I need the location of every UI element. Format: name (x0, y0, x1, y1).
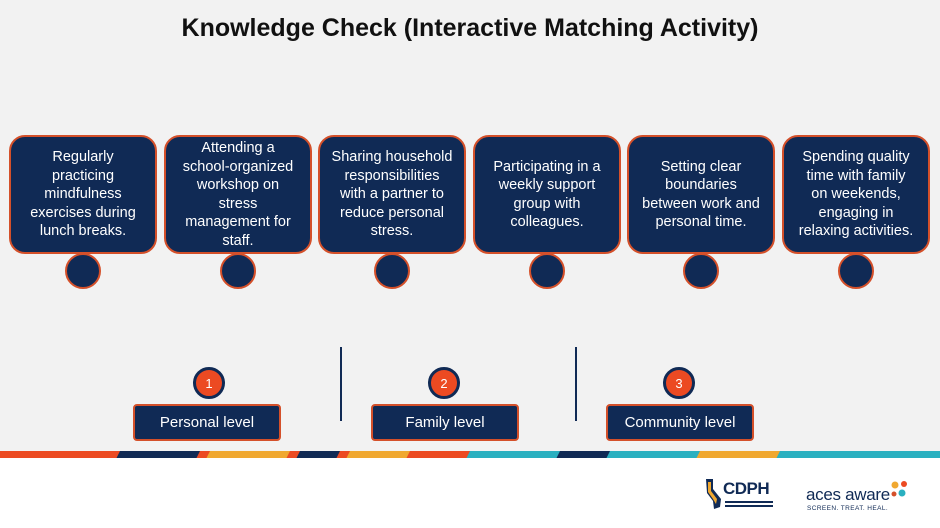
drop-target-number-2[interactable]: 2 (428, 367, 460, 399)
drag-handle-4[interactable] (529, 253, 565, 289)
level-label: Community level (624, 414, 736, 431)
drag-handle-3[interactable] (374, 253, 410, 289)
cdph-subtitle (725, 501, 773, 509)
aces-aware-logo: aces aware SCREEN. TREAT. HEAL. (806, 480, 910, 514)
drag-handle-1[interactable] (65, 253, 101, 289)
family-level-box[interactable]: Family level (371, 404, 519, 441)
column-divider (575, 347, 577, 421)
drag-handle-2[interactable] (220, 253, 256, 289)
footer-stripe (0, 451, 940, 459)
drop-target-number-3[interactable]: 3 (663, 367, 695, 399)
column-divider (340, 347, 342, 421)
aces-tagline: SCREEN. TREAT. HEAL. (807, 505, 889, 512)
page-title: Knowledge Check (Interactive Matching Ac… (181, 14, 759, 42)
drag-handle-6[interactable] (838, 253, 874, 289)
level-label: Family level (405, 414, 485, 431)
cdph-logo-text: CDPH (723, 479, 770, 498)
aces-logo-text: aces aware (806, 485, 890, 504)
personal-level-box[interactable]: Personal level (133, 404, 281, 441)
drag-handle-5[interactable] (683, 253, 719, 289)
community-level-box[interactable]: Community level (606, 404, 754, 441)
drop-target-number-1[interactable]: 1 (193, 367, 225, 399)
level-label: Personal level (159, 414, 255, 431)
footer-bar (0, 458, 940, 528)
cdph-logo: CDPH (704, 479, 776, 513)
colored-dots-icon (891, 481, 907, 497)
california-state-icon (706, 479, 721, 509)
